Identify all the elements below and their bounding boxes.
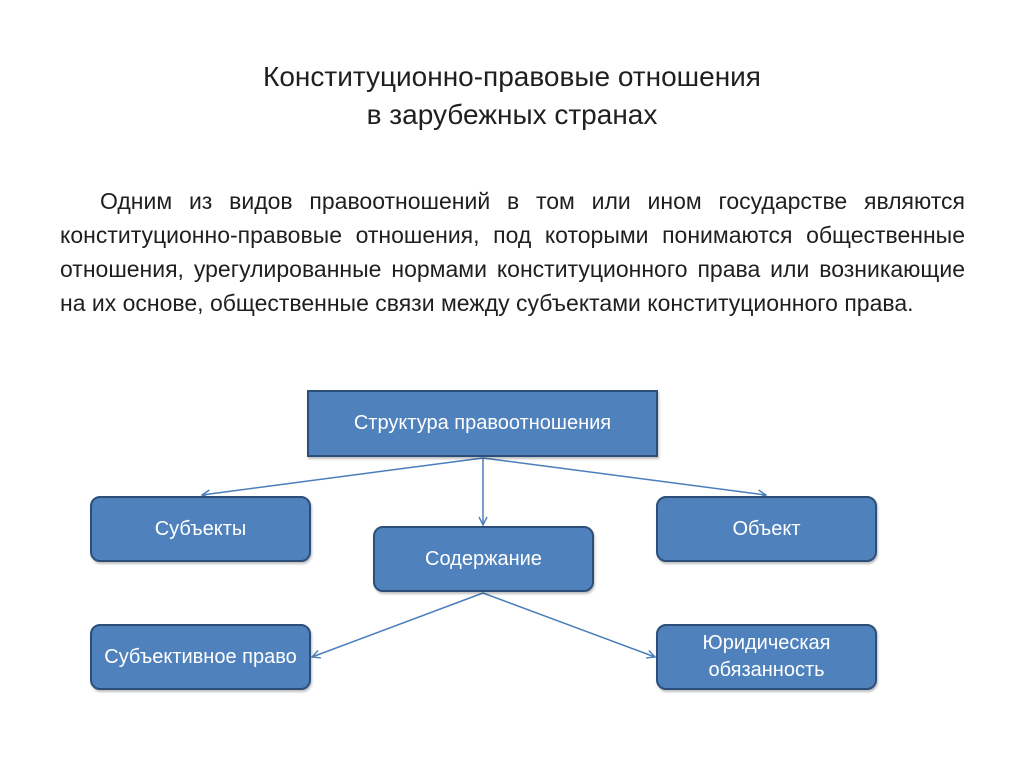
slide-title: Конституционно-правовые отношения в зару…	[112, 58, 912, 134]
subjective-right-box: Субъективное право	[90, 624, 311, 690]
arrow-content-to-duty	[482, 592, 655, 657]
object-box: Объект	[656, 496, 877, 562]
arrow-root-to-object	[482, 457, 766, 495]
definition-paragraph: Одним из видов правоотношений в том или …	[60, 188, 965, 316]
object-label: Объект	[732, 517, 801, 540]
structure-box: Структура правоотношения	[307, 390, 658, 457]
legal-duty-box: Юридическая обязанность	[656, 624, 877, 690]
subjects-box: Субъекты	[90, 496, 311, 562]
content-box: Содержание	[373, 526, 594, 592]
structure-label: Структура правоотношения	[353, 412, 612, 434]
subjects-label: Субъекты	[154, 517, 247, 540]
legal-duty-label: Юридическая обязанность	[702, 632, 831, 681]
arrow-content-to-right	[312, 592, 484, 657]
title-line-1: Конституционно-правовые отношения	[263, 61, 761, 92]
content-label: Содержание	[425, 547, 542, 570]
subjective-right-label: Субъективное право	[104, 645, 297, 668]
title-line-2: в зарубежных странах	[366, 99, 658, 130]
arrow-root-to-subjects	[202, 457, 484, 495]
